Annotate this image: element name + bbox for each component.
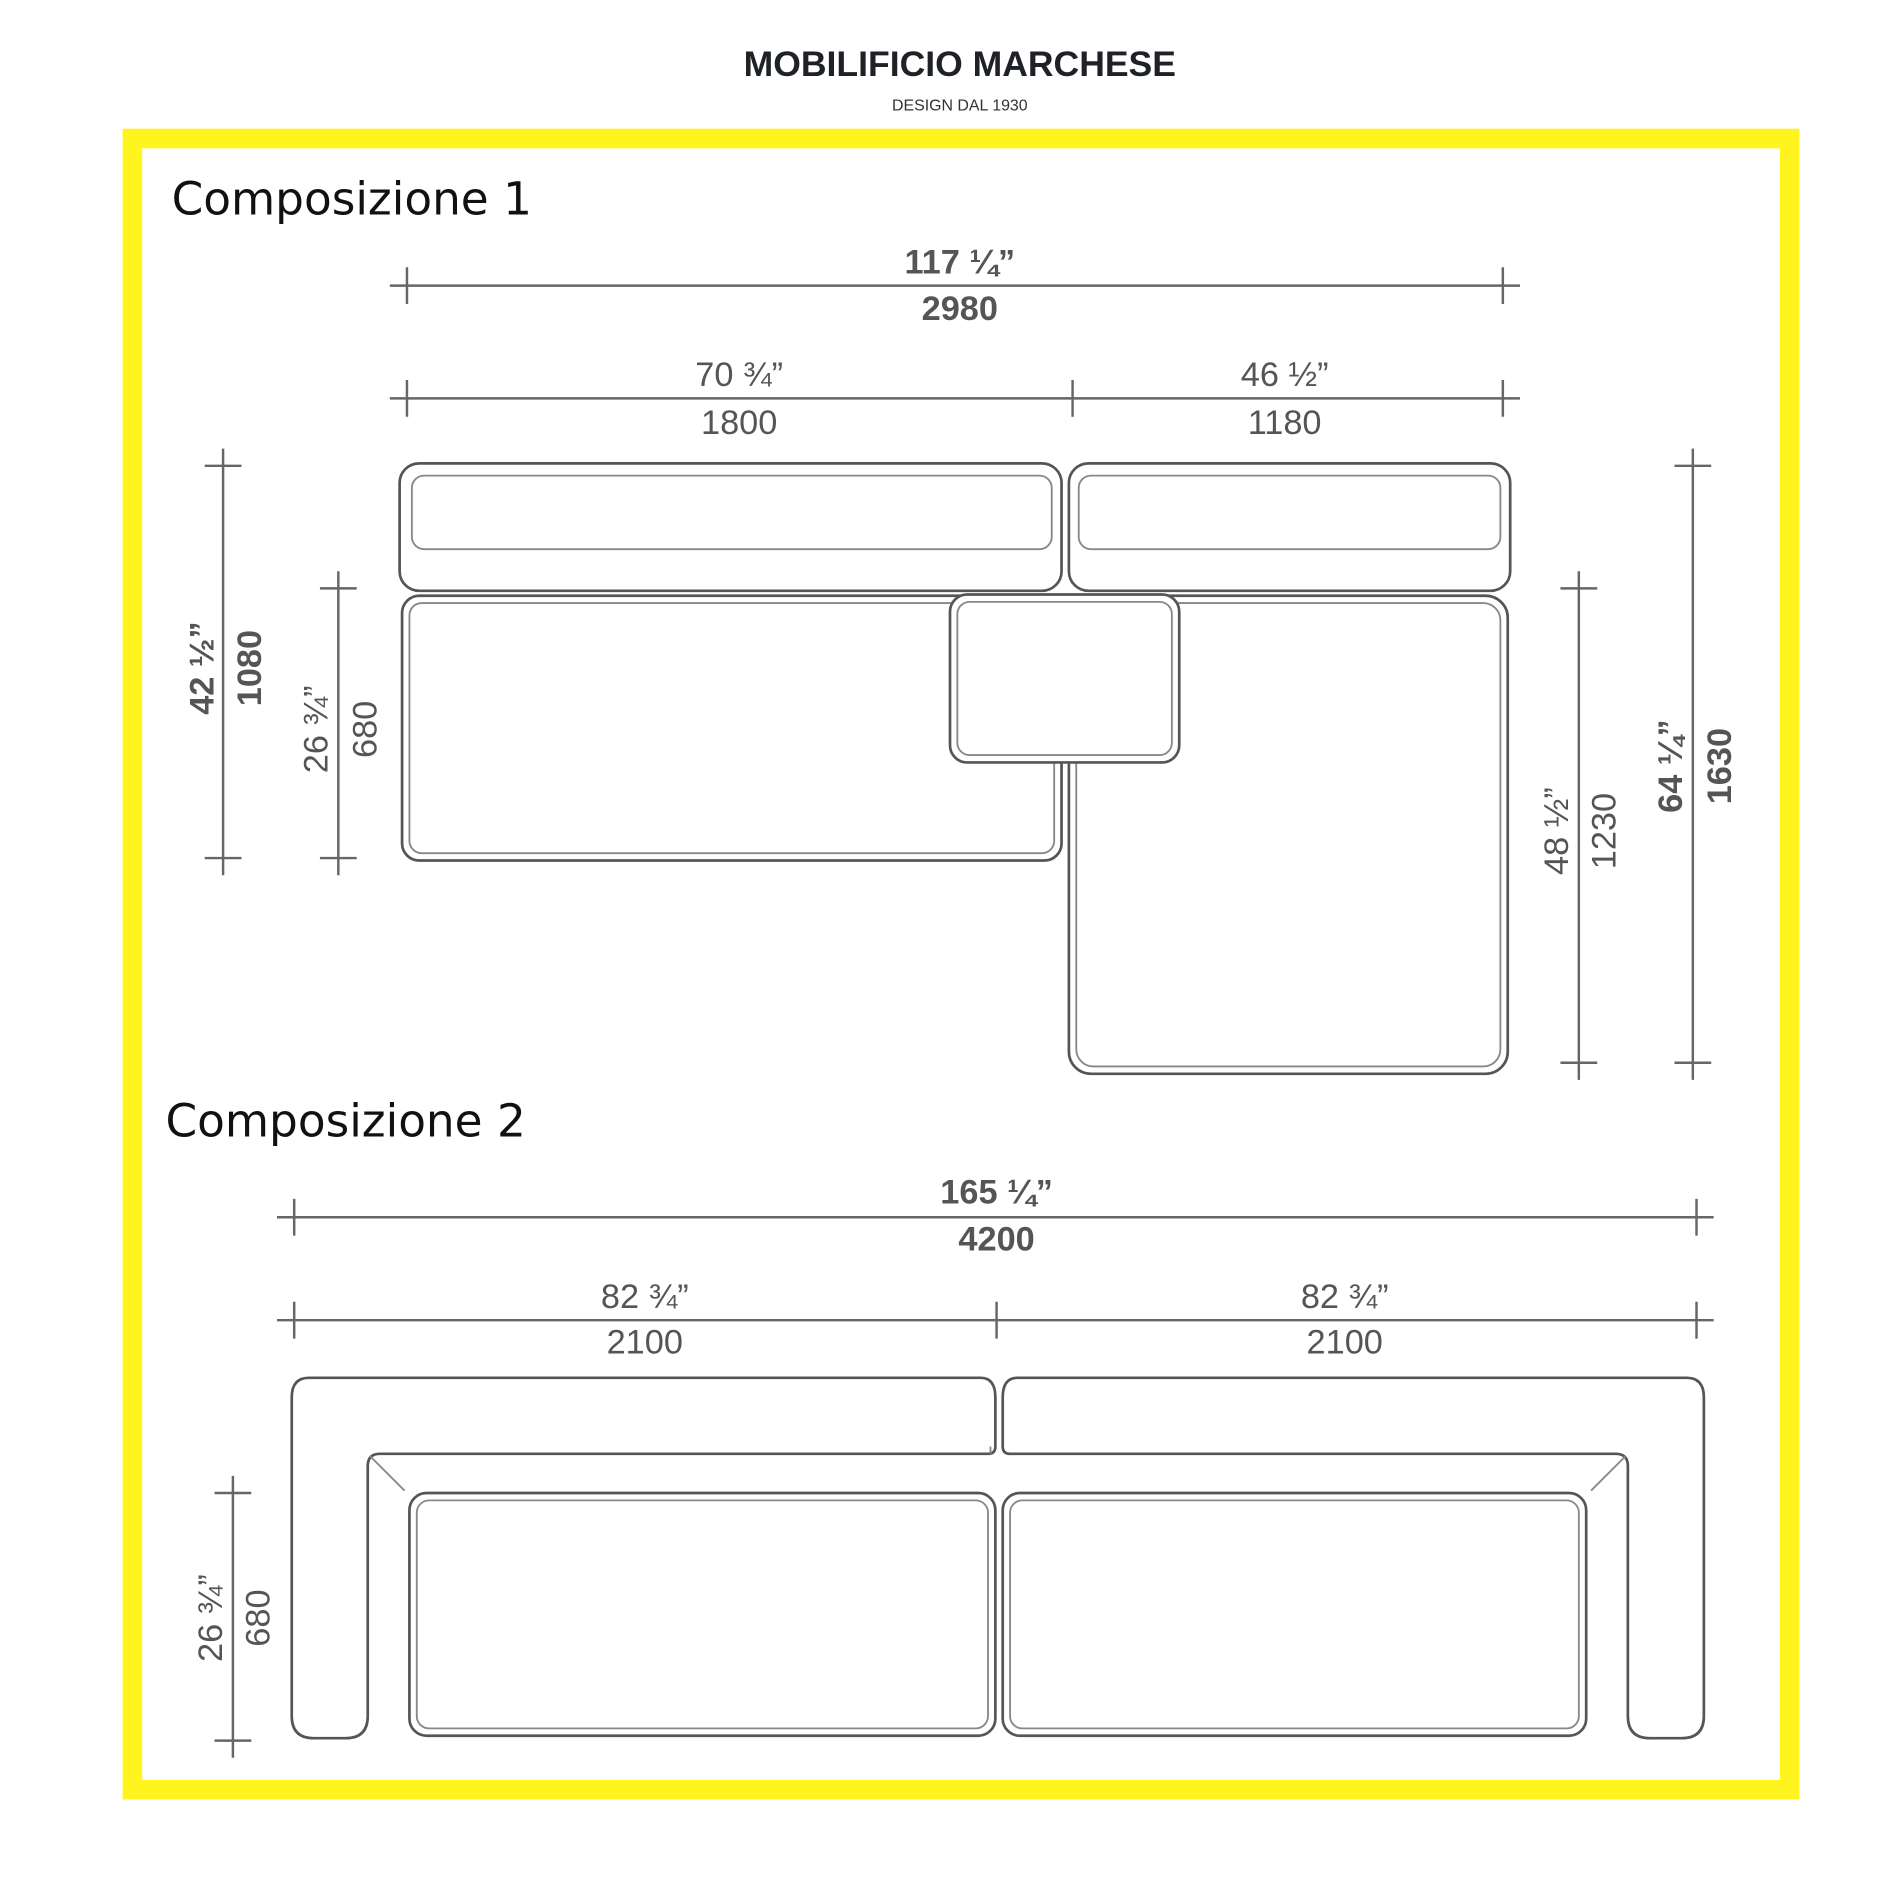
comp2-left-width-in: 82 ¾” bbox=[601, 1278, 689, 1316]
composition-1-title: Composizione 1 bbox=[172, 173, 532, 226]
composition-2-title: Composizione 2 bbox=[165, 1094, 525, 1147]
brand-logo: MOBILIFICIO MARCHESE bbox=[744, 44, 1176, 84]
comp1-overall-width-in: 117 ¼” bbox=[904, 243, 1015, 281]
comp1-left-width-in: 70 ¾” bbox=[695, 356, 783, 394]
comp1-chaise-depth-mm: 1230 bbox=[1586, 793, 1624, 869]
comp1-left-depth-in: 42 ½” bbox=[183, 621, 221, 714]
comp1-overall-width-dimension: 117 ¼” 2980 bbox=[389, 243, 1520, 328]
comp2-left-seat bbox=[408, 1491, 997, 1738]
comp1-chaise-depth-in: 48 ½” bbox=[1538, 787, 1576, 875]
comp2-right-seat bbox=[1001, 1491, 1588, 1738]
brand-tagline: DESIGN DAL 1930 bbox=[892, 97, 1028, 114]
comp2-seat-depth-in: 26 ¾” bbox=[192, 1574, 230, 1662]
comp2-right-width-mm: 2100 bbox=[1307, 1323, 1383, 1361]
comp1-right-width-mm: 1180 bbox=[1248, 404, 1322, 442]
comp1-seat-depth-dimension: 26 ¾” 680 bbox=[297, 571, 384, 876]
comp1-module-width-dimension: 70 ¾” 1800 46 ½” 1180 bbox=[389, 356, 1520, 442]
comp2-left-module-frame bbox=[290, 1376, 997, 1740]
comp1-seat-depth-mm: 680 bbox=[346, 701, 384, 758]
comp2-left-width-mm: 2100 bbox=[607, 1323, 683, 1361]
comp1-right-width-in: 46 ½” bbox=[1241, 356, 1329, 394]
yellow-frame bbox=[122, 128, 1800, 1800]
comp1-overall-depth-mm: 1630 bbox=[1701, 728, 1739, 804]
comp1-left-width-mm: 1800 bbox=[701, 404, 777, 442]
comp1-seat-depth-in: 26 ¾” bbox=[297, 685, 335, 773]
comp2-overall-width-in: 165 ¼” bbox=[940, 1174, 1053, 1212]
comp1-left-backrest bbox=[398, 462, 1063, 593]
comp1-chaise-depth-dimension: 48 ½” 1230 bbox=[1538, 571, 1624, 1080]
comp2-right-width-in: 82 ¾” bbox=[1301, 1278, 1389, 1316]
comp1-left-depth-dimension: 42 ½” 1080 bbox=[183, 448, 269, 876]
comp1-overall-depth-in: 64 ¼” bbox=[1652, 719, 1690, 812]
comp2-sofa-plan bbox=[290, 1376, 1706, 1740]
comp1-overall-depth-dimension: 64 ¼” 1630 bbox=[1652, 448, 1739, 1080]
comp2-overall-width-mm: 4200 bbox=[958, 1220, 1034, 1258]
comp2-overall-width-dimension: 165 ¼” 4200 bbox=[277, 1174, 1714, 1258]
comp1-ottoman bbox=[948, 593, 1181, 764]
comp1-right-backrest bbox=[1067, 462, 1512, 593]
comp1-left-depth-mm: 1080 bbox=[231, 630, 269, 706]
comp2-seat-depth-mm: 680 bbox=[240, 1589, 278, 1646]
comp2-right-module-frame bbox=[1001, 1376, 1706, 1740]
comp2-seat-depth-dimension: 26 ¾” 680 bbox=[192, 1475, 278, 1758]
comp1-overall-width-mm: 2980 bbox=[922, 290, 998, 328]
comp1-sofa-plan bbox=[398, 462, 1512, 1076]
comp2-module-width-dimension: 82 ¾” 2100 82 ¾” 2100 bbox=[277, 1278, 1714, 1361]
